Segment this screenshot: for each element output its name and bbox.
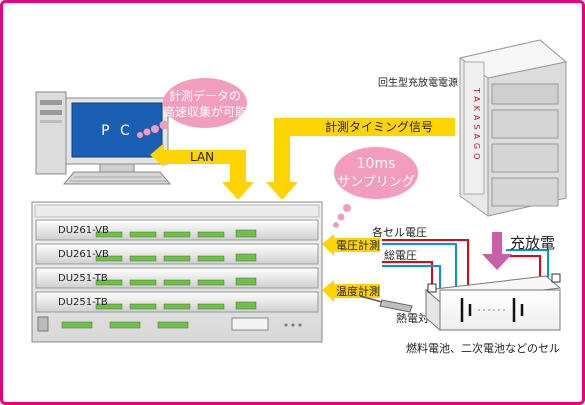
sampling-text-1: 10ms	[357, 156, 396, 172]
timing-signal-arrow	[266, 118, 455, 200]
pc-bubble-text-2: 高速収集が可能	[163, 104, 247, 119]
module-4-label: DU251-TB	[58, 297, 108, 308]
voltage-measure-arrow	[322, 234, 380, 256]
timing-signal-label: 計測タイミング信号	[325, 119, 433, 134]
thermocouple-label: 熱電対	[396, 311, 429, 325]
power-source-cabinet	[458, 39, 568, 217]
cell-voltage-label: 各セル電圧	[372, 225, 427, 239]
brand-label: TAKASAGO	[472, 87, 481, 163]
wiring	[382, 239, 549, 290]
pc-bubble-text-1: 計測データの	[169, 88, 241, 103]
module-1-label: DU261-VB	[58, 225, 109, 236]
thermocouple-probe	[359, 295, 413, 313]
pc-label: P C	[101, 123, 133, 139]
total-voltage-label: 総電圧	[384, 248, 417, 262]
temperature-measure-arrow	[322, 280, 380, 302]
temperature-measure-label: 温度計測	[336, 284, 380, 298]
module-3-label: DU251-TB	[58, 273, 108, 284]
battery-cell	[424, 273, 562, 332]
lan-label: LAN	[190, 150, 214, 164]
module-2-label: DU261-VB	[58, 249, 109, 260]
charge-discharge-label: 充放電	[510, 234, 555, 252]
sampling-bubble	[333, 147, 418, 228]
measurement-rack	[31, 201, 323, 343]
cell-caption: 燃料電池、二次電池などのセル	[406, 341, 560, 355]
pc-illustration	[35, 91, 172, 185]
power-source-label: 回生型充放電電源	[378, 76, 458, 89]
pc-bubble	[137, 78, 247, 138]
voltage-measure-label: 電圧計測	[336, 238, 380, 252]
sampling-text-2: サンプリング	[337, 175, 415, 190]
lan-arrow	[150, 143, 254, 200]
charge-discharge-arrow	[482, 232, 512, 270]
